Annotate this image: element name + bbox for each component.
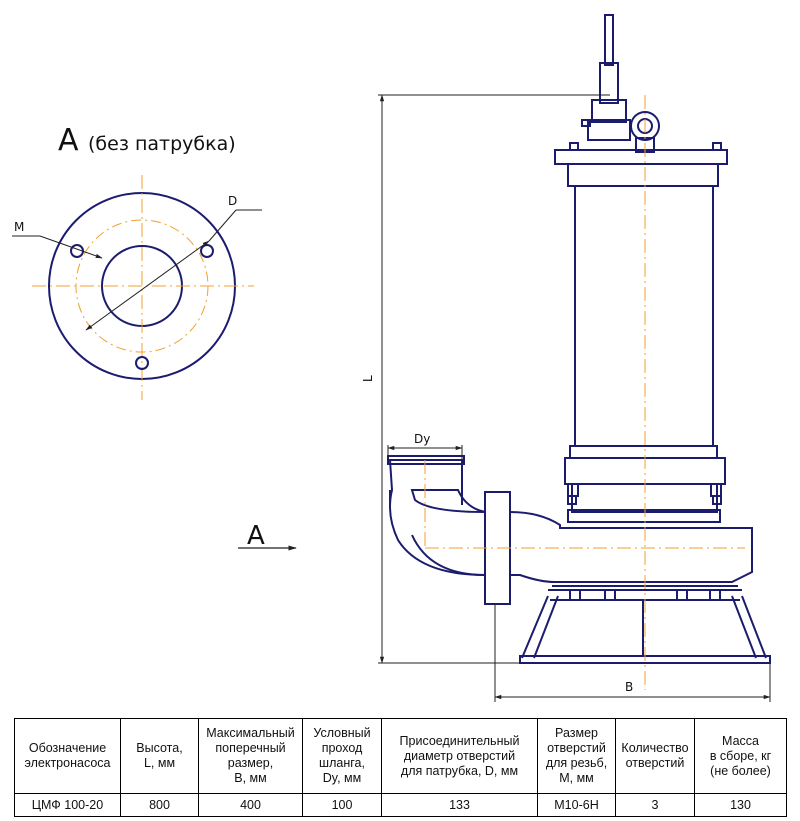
table-row: ЦМФ 100-20 800 400 100 133 М10-6Н 3 130 [14, 793, 787, 817]
view-arrow-label: А [247, 521, 265, 551]
header-connection-diameter: Присоединительный диаметр отверстий для … [381, 718, 538, 794]
view-a: А (без патрубка) M D А [12, 123, 297, 551]
specification-table: Обозначение электронасоса Высота, L, мм … [14, 718, 787, 817]
flange-view: M D [12, 175, 262, 400]
cell-max-size: 400 [198, 793, 303, 817]
pump-centerlines [424, 95, 745, 690]
cell-hole-count: 3 [615, 793, 695, 817]
table-header-row: Обозначение электронасоса Высота, L, мм … [14, 718, 787, 794]
cell-designation: ЦМФ 100-20 [14, 793, 121, 817]
label-dy: Dy [414, 432, 430, 446]
cell-hose-diameter: 100 [302, 793, 382, 817]
label-m: M [14, 220, 24, 234]
header-hole-count: Количество отверстий [615, 718, 695, 794]
pump-drawing: А (без патрубка) M D А [12, 14, 771, 702]
view-a-note: (без патрубка) [88, 133, 236, 155]
header-mass: Масса в сборе, кг (не более) [694, 718, 787, 794]
header-max-size: Максимальный поперечный размер, B, мм [198, 718, 303, 794]
cell-height: 800 [120, 793, 199, 817]
label-l: L [361, 375, 375, 382]
header-thread-size: Размер отверстий для резьб, M, мм [537, 718, 616, 794]
cell-mass: 130 [694, 793, 787, 817]
header-designation: Обозначение электронасоса [14, 718, 121, 794]
view-a-title: А [58, 123, 79, 158]
cell-thread-size: М10-6Н [537, 793, 616, 817]
cell-connection-diameter: 133 [381, 793, 538, 817]
dimension-lines [378, 94, 771, 702]
header-height: Высота, L, мм [120, 718, 199, 794]
header-hose-diameter: Условный проход шланга, Dy, мм [302, 718, 382, 794]
pump-side-view [387, 14, 771, 664]
label-d: D [228, 194, 237, 208]
label-b: B [625, 680, 633, 694]
